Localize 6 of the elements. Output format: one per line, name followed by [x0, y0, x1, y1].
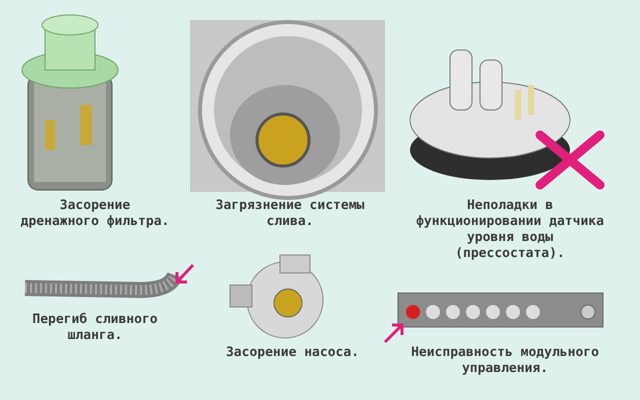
caption: Загрязнение системы слива.	[214, 198, 366, 230]
caption: Неполадки в функционировании датчика уровня воды (прессостата).	[415, 198, 605, 262]
caption: Засорение насоса.	[224, 345, 360, 361]
caption: Засорение дренажного фильтра.	[20, 198, 170, 230]
caption: Неисправность модульного управления.	[410, 345, 600, 377]
caption: Перегиб сливного шланга.	[31, 312, 159, 344]
